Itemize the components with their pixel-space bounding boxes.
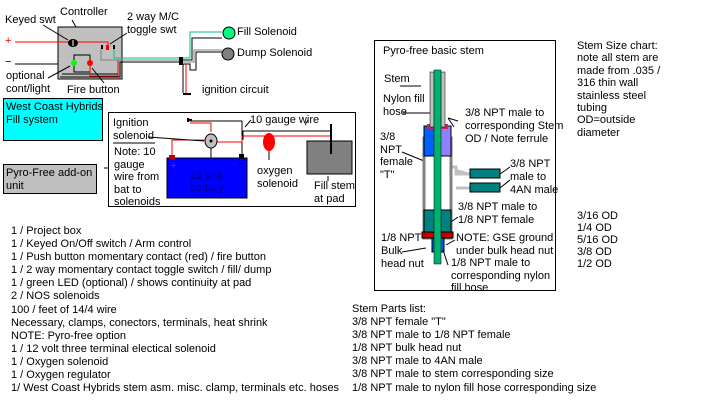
an-fitting-lower xyxy=(469,182,501,193)
continuity-led-icon xyxy=(71,60,77,66)
list-item: 1 / green LED (optional) / shows continu… xyxy=(11,277,252,290)
stem-title: Pyro-free basic stem xyxy=(383,45,484,57)
list-item: 1/8 NPT bulk head nut xyxy=(352,342,462,355)
ignition-circuit-label: ignition circuit xyxy=(202,84,269,96)
keyed-switch-label: Keyed swt xyxy=(5,14,56,26)
oxygen-solenoid-icon xyxy=(263,133,275,151)
stem-label: Stem xyxy=(384,73,410,85)
fill-solenoid-label: Fill Solenoid xyxy=(237,26,297,38)
list-item: Necessary, clamps, conectors, terminals,… xyxy=(11,316,268,329)
battery-label-1: 12 volt xyxy=(190,170,223,182)
list-item: 2 / NOS solenoids xyxy=(11,290,100,303)
fill-stem-label-2: at pad xyxy=(314,193,345,205)
list-item: 3/8 NPT male to 4AN male xyxy=(352,355,483,368)
dump-solenoid-icon xyxy=(221,47,235,61)
list-item: 3/8 NPT male to stem corresponding size xyxy=(352,368,554,381)
ignition-label-1: Ignition xyxy=(113,117,149,129)
plus-label: + xyxy=(5,35,12,47)
list-item: 3/8 NPT male to 1/8 NPT female xyxy=(352,329,511,342)
stem-parts-list: Stem Parts list: 3/8 NPT female "T"3/8 N… xyxy=(352,303,596,395)
dump-solenoid-label: Dump Solenoid xyxy=(237,47,313,59)
list-item: 1 / Oxygen regulator xyxy=(11,369,111,382)
stem-tube xyxy=(429,71,435,128)
pyro-line-2: unit xyxy=(6,180,24,192)
oxygen-label-1: oxygen xyxy=(257,165,293,177)
wch-line-1: West Coast Hybrids xyxy=(6,101,103,113)
optional-label-1: optional xyxy=(6,70,45,82)
list-item: 1 / Push button momentary contact (red) … xyxy=(11,251,266,264)
battery-plus: + xyxy=(170,160,177,172)
gauge-wire-label: 10 gauge wire xyxy=(250,114,320,126)
battery-minus: − xyxy=(238,158,245,170)
minus-label: − xyxy=(5,56,12,68)
stem-parts-title: Stem Parts list: xyxy=(352,303,426,315)
list-item: 1 / Keyed On/Off switch / Arm control xyxy=(11,238,192,251)
pyro-line-1: Pyro-Free add-on xyxy=(6,167,93,179)
fill-solenoid-icon xyxy=(222,26,236,40)
fill-stem-label-1: Fill stem xyxy=(314,180,355,192)
list-item: 1 / Oxygen solenoid xyxy=(11,355,109,368)
an-fitting-upper xyxy=(469,168,501,179)
wch-line-2: Fill system xyxy=(6,114,58,126)
toggle-label-1: 2 way M/C xyxy=(127,11,179,23)
fire-button-label: Fire button xyxy=(67,84,120,96)
list-item: 1/8 NPT male to nylon fill hose correspo… xyxy=(352,381,597,394)
list-item: 1 / 12 volt three terminal electical sol… xyxy=(11,342,216,355)
pyro-free-addon-box: Pyro-Free add-on unit xyxy=(3,164,97,194)
list-item: NOTE: Pyro-free option xyxy=(11,329,126,342)
stem-diagram-frame xyxy=(374,40,556,291)
battery-label-2: battery xyxy=(190,182,224,194)
list-item: 1 / Project box xyxy=(11,225,82,237)
optional-label-2: cont/light xyxy=(6,83,51,95)
wch-fill-system-box: West Coast Hybrids Fill system xyxy=(3,98,103,141)
controller-label: Controller xyxy=(60,6,108,18)
list-item: 3/8 NPT female "T" xyxy=(352,316,446,329)
list-item: 1/ West Coast Hybrids stem asm. misc. cl… xyxy=(11,382,340,395)
list-item: 1 / 2 way momentary contact toggle switc… xyxy=(11,264,272,277)
battery-icon xyxy=(166,157,248,199)
nylon-fill-hose xyxy=(433,69,442,265)
ignition-label-2: solenoid xyxy=(113,130,154,142)
list-item: 100 / feet of 14/4 wire xyxy=(11,303,117,316)
toggle-label-2: toggle swt xyxy=(127,24,177,36)
fire-button-icon xyxy=(87,60,93,66)
fill-stem-pad-icon xyxy=(306,140,353,175)
oxygen-label-2: solenoid xyxy=(257,178,298,190)
